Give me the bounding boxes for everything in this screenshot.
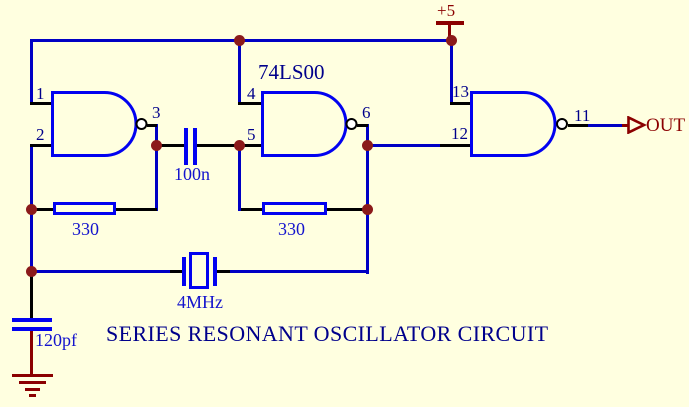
- junction-r1-left: [26, 204, 37, 215]
- cap-100n-label: 100n: [174, 164, 210, 184]
- cap-120pf-plate-bottom: [12, 327, 52, 331]
- inverter-bubble-2: [345, 118, 358, 130]
- crystal-body: [189, 252, 209, 289]
- wire-to-pin12: [369, 144, 440, 147]
- out-port-icon: [627, 116, 647, 134]
- ground-icon: [12, 374, 53, 377]
- junction-pin6-pin12: [362, 140, 373, 151]
- wire-pin5-to-r2: [238, 144, 241, 211]
- pin-label-6: 6: [362, 103, 371, 122]
- wire-pin3-down: [155, 124, 158, 211]
- stub-pin3: [147, 124, 157, 127]
- nand-gate-3: [470, 91, 568, 157]
- schematic-title: SERIES RESONANT OSCILLATOR CIRCUIT: [106, 321, 549, 346]
- stub-pin2: [30, 144, 53, 147]
- crystal-electrode-right: [213, 257, 217, 286]
- junction-crystal-left: [26, 266, 37, 277]
- cap-120pf-label: 120pf: [35, 330, 77, 350]
- resistor-330-2: [262, 202, 327, 215]
- resistor-1-label: 330: [72, 219, 99, 239]
- power-bar: [436, 21, 464, 25]
- ground-line-2: [19, 381, 46, 384]
- stub-pin11: [568, 124, 588, 127]
- wire-out-port: [622, 124, 629, 127]
- crystal-label: 4MHz: [177, 292, 223, 312]
- stub-pin6: [357, 124, 368, 127]
- junction-pin5-cap: [234, 140, 245, 151]
- wire-crystal-right: [230, 270, 369, 273]
- stub-pin5: [238, 144, 263, 147]
- stub-cap120pf-top: [30, 274, 33, 318]
- stub-crystal-right: [217, 270, 230, 273]
- wire-pin4-drop: [238, 39, 241, 105]
- pin-label-13: 13: [452, 82, 469, 101]
- cap-100n-plate-right: [193, 128, 197, 165]
- junction-r2-right: [362, 204, 373, 215]
- pin-label-1: 1: [36, 84, 45, 103]
- junction-top-pin4: [234, 35, 245, 46]
- inverter-bubble-3: [556, 118, 568, 130]
- stub-r2-left: [241, 208, 262, 211]
- inverter-bubble-1: [135, 118, 148, 130]
- pin-label-3: 3: [152, 103, 161, 122]
- wire-crystal-left: [33, 270, 170, 273]
- junction-pin3-cap: [151, 140, 162, 151]
- stub-r1-right: [116, 208, 157, 211]
- stub-cap100n-left: [158, 144, 184, 147]
- wire-pin11-out: [588, 124, 622, 127]
- cap-120pf-plate-top: [12, 318, 52, 322]
- stub-cap100n-right: [197, 144, 240, 147]
- stub-pin4: [238, 102, 263, 105]
- stub-r1-left: [33, 208, 53, 211]
- wire-cap120pf-to-ground: [30, 330, 33, 375]
- cap-100n-plate-left: [184, 128, 188, 165]
- pin-label-11: 11: [574, 106, 591, 125]
- out-label: OUT: [646, 115, 686, 136]
- crystal-electrode-left: [182, 257, 186, 286]
- junction-top-power: [446, 35, 457, 46]
- nand-gate-2: [261, 91, 358, 157]
- resistor-2-label: 330: [278, 219, 305, 239]
- pin-label-5: 5: [247, 125, 256, 144]
- wire-pin6-down: [366, 124, 369, 274]
- ground-line-4: [29, 394, 36, 397]
- power-stub: [448, 25, 451, 39]
- pin-label-4: 4: [247, 84, 256, 103]
- stub-pin13: [450, 102, 472, 105]
- stub-pin12: [440, 144, 472, 147]
- ground-line-3: [25, 388, 40, 391]
- chip-label: 74LS00: [258, 60, 325, 84]
- nand-gate-1: [51, 91, 148, 157]
- stub-r2-right: [327, 208, 368, 211]
- wire-pin1-drop: [30, 39, 33, 105]
- pin-label-12: 12: [451, 124, 468, 143]
- pin-label-2: 2: [36, 125, 45, 144]
- power-label: +5: [437, 1, 456, 20]
- stub-pin1: [30, 102, 53, 105]
- stub-crystal-left: [170, 270, 182, 273]
- wire-pin13-drop: [450, 40, 453, 105]
- resistor-330-1: [53, 202, 116, 215]
